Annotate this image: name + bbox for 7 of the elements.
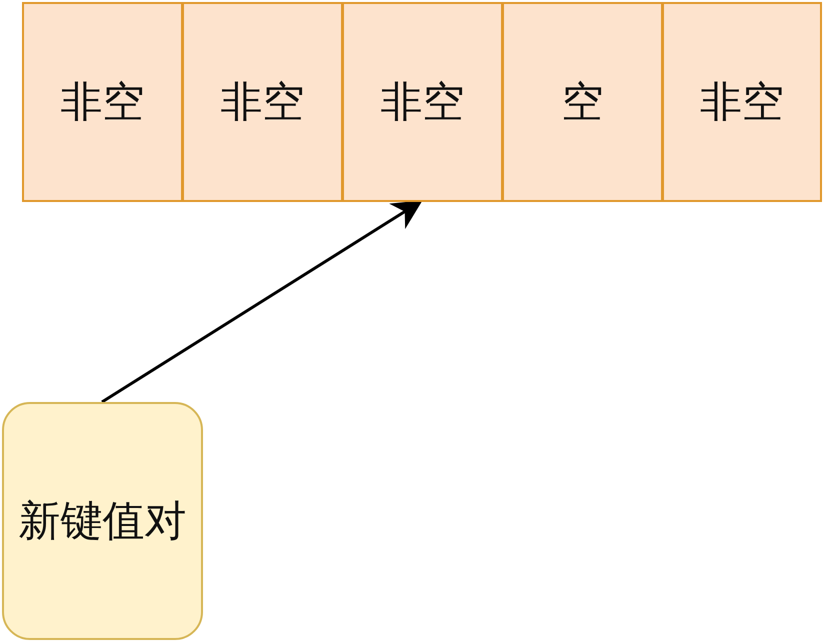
key-value-box: 新键值对 <box>2 402 203 640</box>
array-cell: 空 <box>502 2 663 202</box>
arrow <box>101 200 423 404</box>
array-cell: 非空 <box>342 2 503 202</box>
array-cell: 非空 <box>662 2 822 202</box>
array-cell: 非空 <box>182 2 343 202</box>
array-cell: 非空 <box>22 2 183 202</box>
